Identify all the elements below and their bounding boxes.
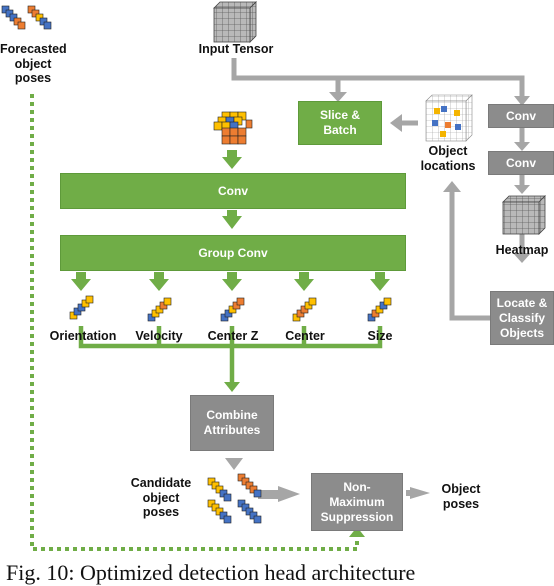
center-z-stack — [220, 297, 245, 322]
input-tensor-cube — [213, 1, 257, 43]
gray-connectors — [231, 58, 525, 321]
nms-box: Non- Maximum Suppression — [311, 473, 403, 531]
center-stack — [292, 297, 317, 322]
locate-classify-box: Locate & Classify Objects — [490, 291, 554, 345]
green-arrowheads — [71, 150, 390, 392]
orientation-label: Orientation — [49, 329, 117, 343]
forecasted-poses-label: Forecasted object poses — [0, 42, 67, 85]
conv-box-2: Conv — [488, 151, 554, 175]
object-locations-grid — [425, 94, 473, 142]
conv-block: Conv — [60, 173, 406, 209]
candidate-poses-label: Candidate object poses — [130, 476, 192, 519]
size-label: Size — [367, 329, 393, 343]
slice-batch-box: Slice & Batch — [298, 101, 382, 145]
object-locations-label: Object locations — [420, 144, 476, 173]
forecasted-poses-stacks — [1, 5, 52, 30]
batched-features-cube — [213, 111, 253, 145]
velocity-label: Velocity — [135, 329, 183, 343]
velocity-stack — [147, 297, 172, 322]
size-stack — [367, 297, 392, 322]
gray-arrowheads — [225, 92, 531, 502]
green-connectors — [78, 326, 383, 384]
candidate-poses-stacks — [207, 473, 262, 524]
center-label: Center — [285, 329, 325, 343]
center-z-label: Center Z — [207, 329, 259, 343]
combine-attributes-box: Combine Attributes — [190, 395, 274, 451]
orientation-stack — [69, 295, 94, 320]
group-conv-block: Group Conv — [60, 235, 406, 271]
heatmap-label: Heatmap — [495, 243, 549, 257]
forecast-dotted-path — [30, 94, 365, 551]
figure-caption: Fig. 10: Optimized detection head archit… — [6, 560, 416, 585]
object-poses-label: Object poses — [441, 482, 481, 511]
conv-box-1: Conv — [488, 104, 554, 128]
heatmap-cube — [502, 195, 546, 235]
input-tensor-label: Input Tensor — [198, 42, 274, 56]
